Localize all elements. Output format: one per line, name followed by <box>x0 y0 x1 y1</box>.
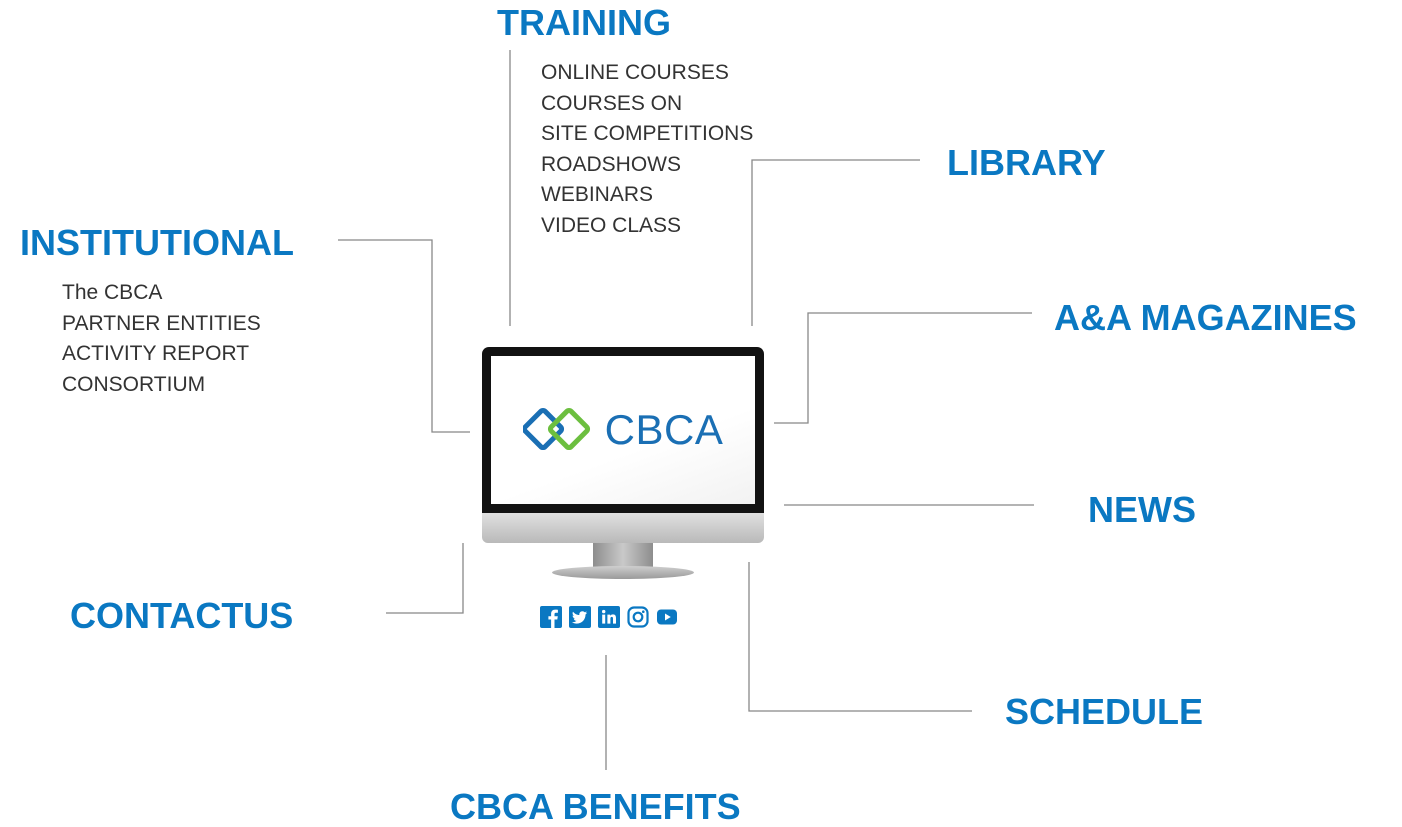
connector-schedule <box>748 562 972 712</box>
institutional-item-consortium[interactable]: CONSORTIUM <box>62 372 206 396</box>
contact-heading[interactable]: CONTACTUS <box>70 595 294 636</box>
twitter-icon[interactable] <box>569 606 591 628</box>
news-heading[interactable]: NEWS <box>1088 489 1196 530</box>
institutional-item-the-cbca[interactable]: The CBCA <box>62 281 163 304</box>
brand-name: CBCA <box>604 406 724 453</box>
connector-contact <box>386 543 464 614</box>
monitor-screen[interactable]: CBCA <box>491 356 755 504</box>
institutional-item-partner-entities[interactable]: PARTNER ENTITIES <box>62 311 261 335</box>
linkedin-icon[interactable] <box>598 606 620 628</box>
training-item-webinars[interactable]: WEBINARS <box>541 183 654 206</box>
training-heading[interactable]: TRAINING <box>497 2 671 43</box>
monitor-chin <box>482 513 764 543</box>
youtube-icon[interactable] <box>656 606 678 628</box>
institutional-heading[interactable]: INSTITUTIONAL <box>20 222 294 263</box>
brand-logo: CBCA <box>522 405 724 455</box>
connector-library <box>751 159 920 326</box>
library-heading[interactable]: LIBRARY <box>947 142 1106 183</box>
training-item-courses-on[interactable]: COURSES ON <box>541 91 683 115</box>
institutional-menu: The CBCA PARTNER ENTITIES ACTIVITY REPOR… <box>62 278 261 400</box>
training-item-video-class[interactable]: VIDEO CLASS <box>541 213 682 237</box>
instagram-icon[interactable] <box>627 606 649 628</box>
benefits-heading[interactable]: CBCA BENEFITS <box>450 786 741 827</box>
training-item-roadshows[interactable]: ROADSHOWS <box>541 152 682 176</box>
social-icons <box>540 606 678 628</box>
training-item-site-competitions[interactable]: SITE COMPETITIONS <box>541 122 754 145</box>
training-menu: ONLINE COURSES COURSES ON SITE COMPETITI… <box>541 58 753 241</box>
connector-institutional <box>338 239 470 433</box>
monitor-stand <box>593 543 653 569</box>
connector-magazines <box>774 312 1032 424</box>
monitor-base <box>552 566 694 579</box>
institutional-item-activity-report[interactable]: ACTIVITY REPORT <box>62 342 250 365</box>
monitor-illustration: CBCA <box>482 347 764 582</box>
magazines-heading[interactable]: A&A MAGAZINES <box>1054 297 1357 338</box>
training-item-online-courses[interactable]: ONLINE COURSES <box>541 61 729 84</box>
monitor-bezel: CBCA <box>482 347 764 513</box>
facebook-icon[interactable] <box>540 606 562 628</box>
schedule-heading[interactable]: SCHEDULE <box>1005 691 1204 732</box>
brand-logo-icon <box>522 407 590 451</box>
